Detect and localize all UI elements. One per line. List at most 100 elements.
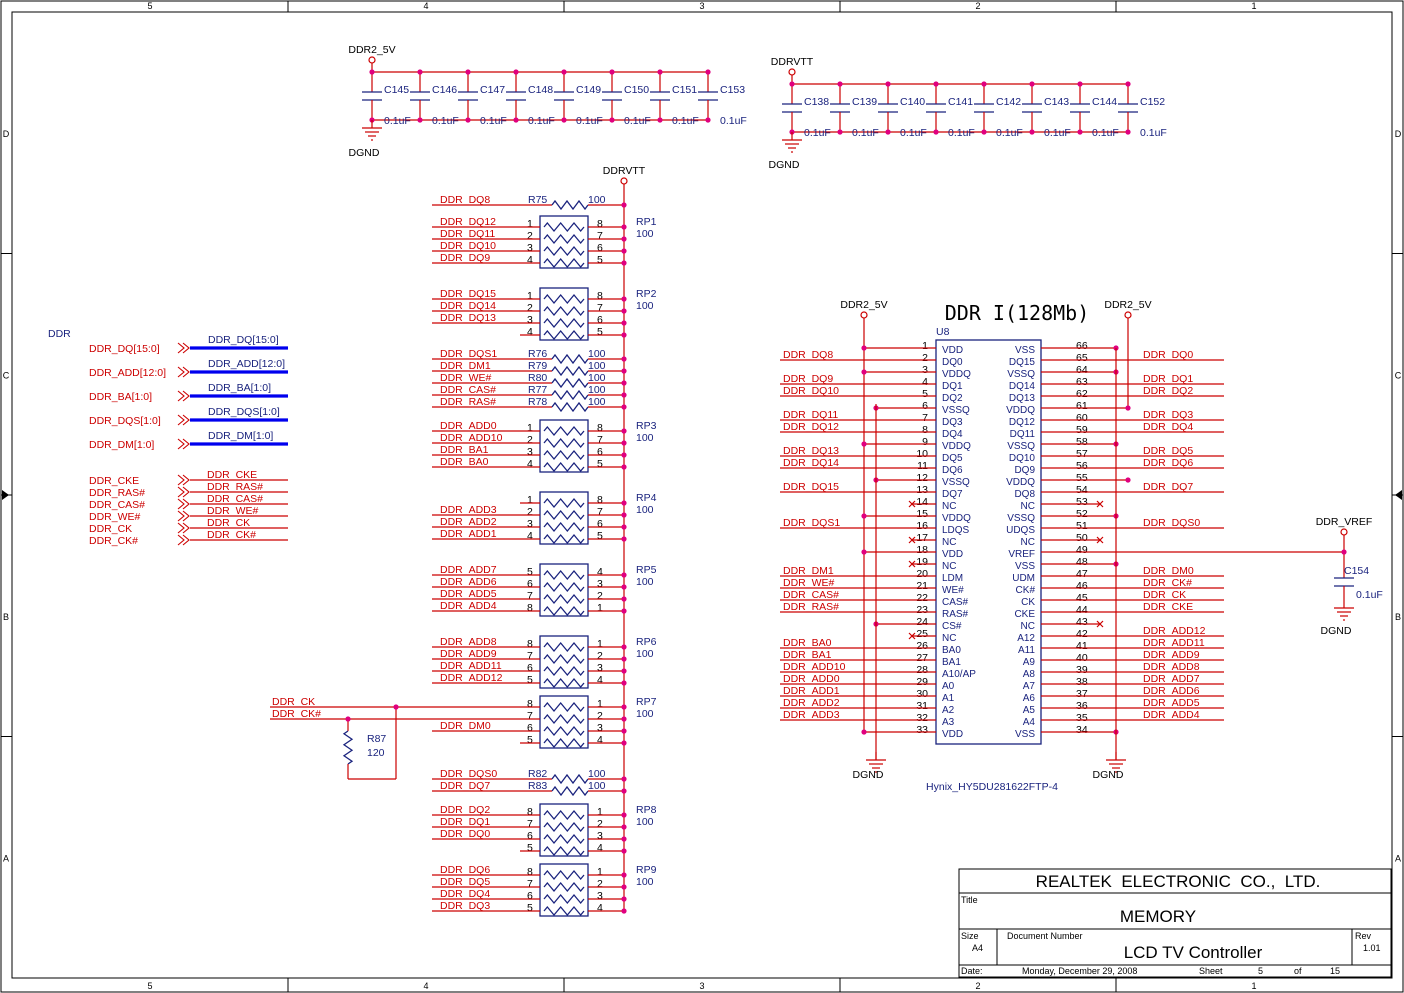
junction-dot (621, 848, 627, 854)
net-label: DDR_DQ14 (783, 457, 839, 469)
pin-name: DQ11 (1010, 429, 1036, 440)
resistor-element (543, 713, 585, 725)
ground-label: DGND (1321, 625, 1352, 637)
junction-dot (621, 224, 627, 230)
pin-name: UDM (1012, 573, 1035, 584)
signal-net-label: DDR_WE# (207, 505, 259, 517)
junction-dot (933, 81, 939, 87)
port-arrow-icon (177, 366, 190, 378)
net-label: DDR_ADD11 (440, 660, 502, 672)
capacitor-value: 0.1uF (1356, 589, 1383, 601)
resistor-pack-value: 100 (636, 300, 654, 312)
junction-dot (621, 380, 627, 386)
company-name: REALTEK ELECTRONIC CO., LTD. (1036, 872, 1321, 891)
rev-label: Rev (1355, 931, 1372, 941)
resistor-element (543, 245, 585, 257)
capacitor-ref: C146 (432, 84, 457, 96)
pin-number: 13 (916, 484, 928, 496)
resistor-pack-box (539, 695, 589, 749)
resistor-pack-value: 100 (636, 816, 654, 828)
pin-number: 45 (1076, 592, 1088, 604)
resistor-ref: R83 (528, 780, 547, 792)
net-label: DDR_DQS1 (440, 348, 497, 360)
capacitor-value: 0.1uF (528, 115, 555, 127)
pin-name: A4 (1023, 717, 1036, 728)
pin-number: 6 (527, 830, 533, 842)
port-arrow-icon (177, 474, 190, 486)
pin-number: 5 (527, 674, 533, 686)
junction-dot (1125, 405, 1131, 411)
pin-name: LDM (942, 573, 963, 584)
no-connect-icon (908, 500, 916, 508)
resistor-ref: R78 (528, 396, 547, 408)
resistor-element (543, 593, 585, 605)
pin-name: NC (1021, 501, 1035, 512)
resistor-element (543, 257, 585, 269)
pin-name: DQ0 (942, 357, 963, 368)
pin-number: 36 (1076, 700, 1088, 712)
pin-number: 10 (916, 448, 928, 460)
bus-net-label: DDR_BA[1:0] (208, 382, 271, 394)
net-label: DDR_DQ3 (440, 900, 490, 912)
net-label: DDR_CAS# (440, 384, 496, 396)
no-connect-icon (908, 632, 916, 640)
signal-net-label: DDR_RAS# (207, 481, 263, 493)
resistor-pack-value: 100 (636, 504, 654, 516)
junction-dot (609, 117, 615, 123)
pin-name: DQ8 (1014, 489, 1035, 500)
ground-icon (1106, 752, 1126, 773)
pin-number: 6 (527, 890, 533, 902)
capacitor-ref: C154 (1344, 565, 1369, 577)
pin-number: 39 (1076, 664, 1088, 676)
ground-label: DGND (349, 147, 380, 159)
net-label: DDR_DQ15 (440, 288, 496, 300)
net-label: DDR_DM1 (440, 360, 491, 372)
pin-name: LDQS (942, 525, 970, 536)
pin-number: 4 (527, 458, 533, 470)
pin-name: A6 (1023, 693, 1036, 704)
net-label: DDR_DQ8 (440, 194, 490, 206)
junction-dot (789, 81, 795, 87)
pin-number: 2 (527, 230, 533, 242)
bus-net-label: DDR_ADD[12:0] (208, 358, 285, 370)
junction-dot (621, 392, 627, 398)
bus-port-label: DDR_DQ[15:0] (89, 343, 160, 355)
pin-name: NC (1021, 537, 1035, 548)
pin-number: 5 (922, 388, 928, 400)
pin-number: 30 (916, 688, 928, 700)
net-label: DDR_ADD2 (783, 697, 840, 709)
pin-number: 5 (597, 458, 603, 470)
resistor-element (543, 809, 585, 821)
resistor-pack-value: 100 (636, 876, 654, 888)
signal-port-label: DDR_CK (89, 523, 132, 535)
bus-net-label: DDR_DQS[1:0] (208, 406, 280, 418)
signal-port-label: DDR_CK# (89, 535, 138, 547)
pin-number: 8 (597, 218, 603, 230)
capacitor-value: 0.1uF (672, 115, 699, 127)
pin-number: 31 (916, 700, 928, 712)
pin-name: VDD (942, 549, 963, 560)
capacitor-ref: C151 (672, 84, 697, 96)
junction-dot (621, 740, 627, 746)
net-label: DDR_DQS0 (1143, 517, 1200, 529)
zone-column-label: 3 (699, 981, 704, 991)
pin-number: 7 (527, 878, 533, 890)
signal-net-label: DDR_CKE (207, 469, 257, 481)
pin-number: 37 (1076, 688, 1088, 700)
ddr-bus-title: DDR (48, 328, 71, 340)
pin-number: 24 (916, 616, 928, 628)
resistor-element (543, 905, 585, 917)
zone-row-label: A (1395, 853, 1401, 863)
net-label: DDR_ADD0 (783, 673, 840, 685)
capacitor-value: 0.1uF (624, 115, 651, 127)
pin-name: VSSQ (942, 477, 970, 488)
net-label: DDR_DM0 (1143, 565, 1194, 577)
pin-name: VSSQ (942, 405, 970, 416)
junction-dot (621, 236, 627, 242)
resistor-element (543, 677, 585, 689)
ddr-bus-ports: DDRDDR_DQ[15:0]DDR_DQ[15:0]DDR_ADD[12:0]… (48, 328, 288, 547)
net-label: DDR_BA0 (783, 637, 832, 649)
power-net-label: DDRVTT (771, 56, 814, 68)
junction-dot (621, 248, 627, 254)
pin-name: A1 (942, 693, 955, 704)
